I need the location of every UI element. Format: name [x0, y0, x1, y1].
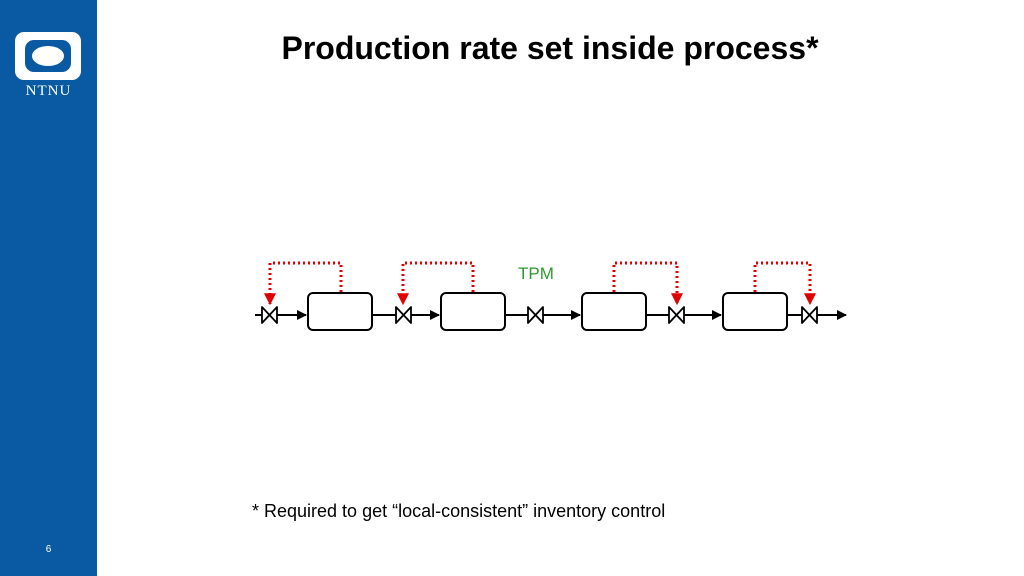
- process-unit-3: [581, 292, 647, 331]
- process-unit-1: [307, 292, 373, 331]
- sidebar: NTNU 6: [0, 0, 97, 576]
- valve-icon: [801, 306, 818, 324]
- tpm-label: TPM: [518, 264, 554, 283]
- control-loop-4: [753, 261, 816, 306]
- control-loop-1: [264, 261, 343, 306]
- process-unit-2: [440, 292, 506, 331]
- valve-icon: [668, 306, 685, 324]
- logo-text: NTNU: [25, 83, 72, 99]
- process-units: [307, 292, 788, 331]
- valves: [261, 306, 818, 324]
- control-loop-3: [612, 261, 683, 306]
- footnote: * Required to get “local-consistent” inv…: [252, 501, 666, 521]
- process-unit-4: [722, 292, 788, 331]
- tpm-valve-icon: [527, 306, 544, 324]
- control-loops: [264, 261, 816, 306]
- valve-icon: [395, 306, 412, 324]
- valve-icon: [261, 306, 278, 324]
- ntnu-logo-icon: [15, 32, 81, 80]
- slide-title: Production rate set inside process*: [281, 30, 819, 66]
- page-number: 6: [45, 544, 52, 555]
